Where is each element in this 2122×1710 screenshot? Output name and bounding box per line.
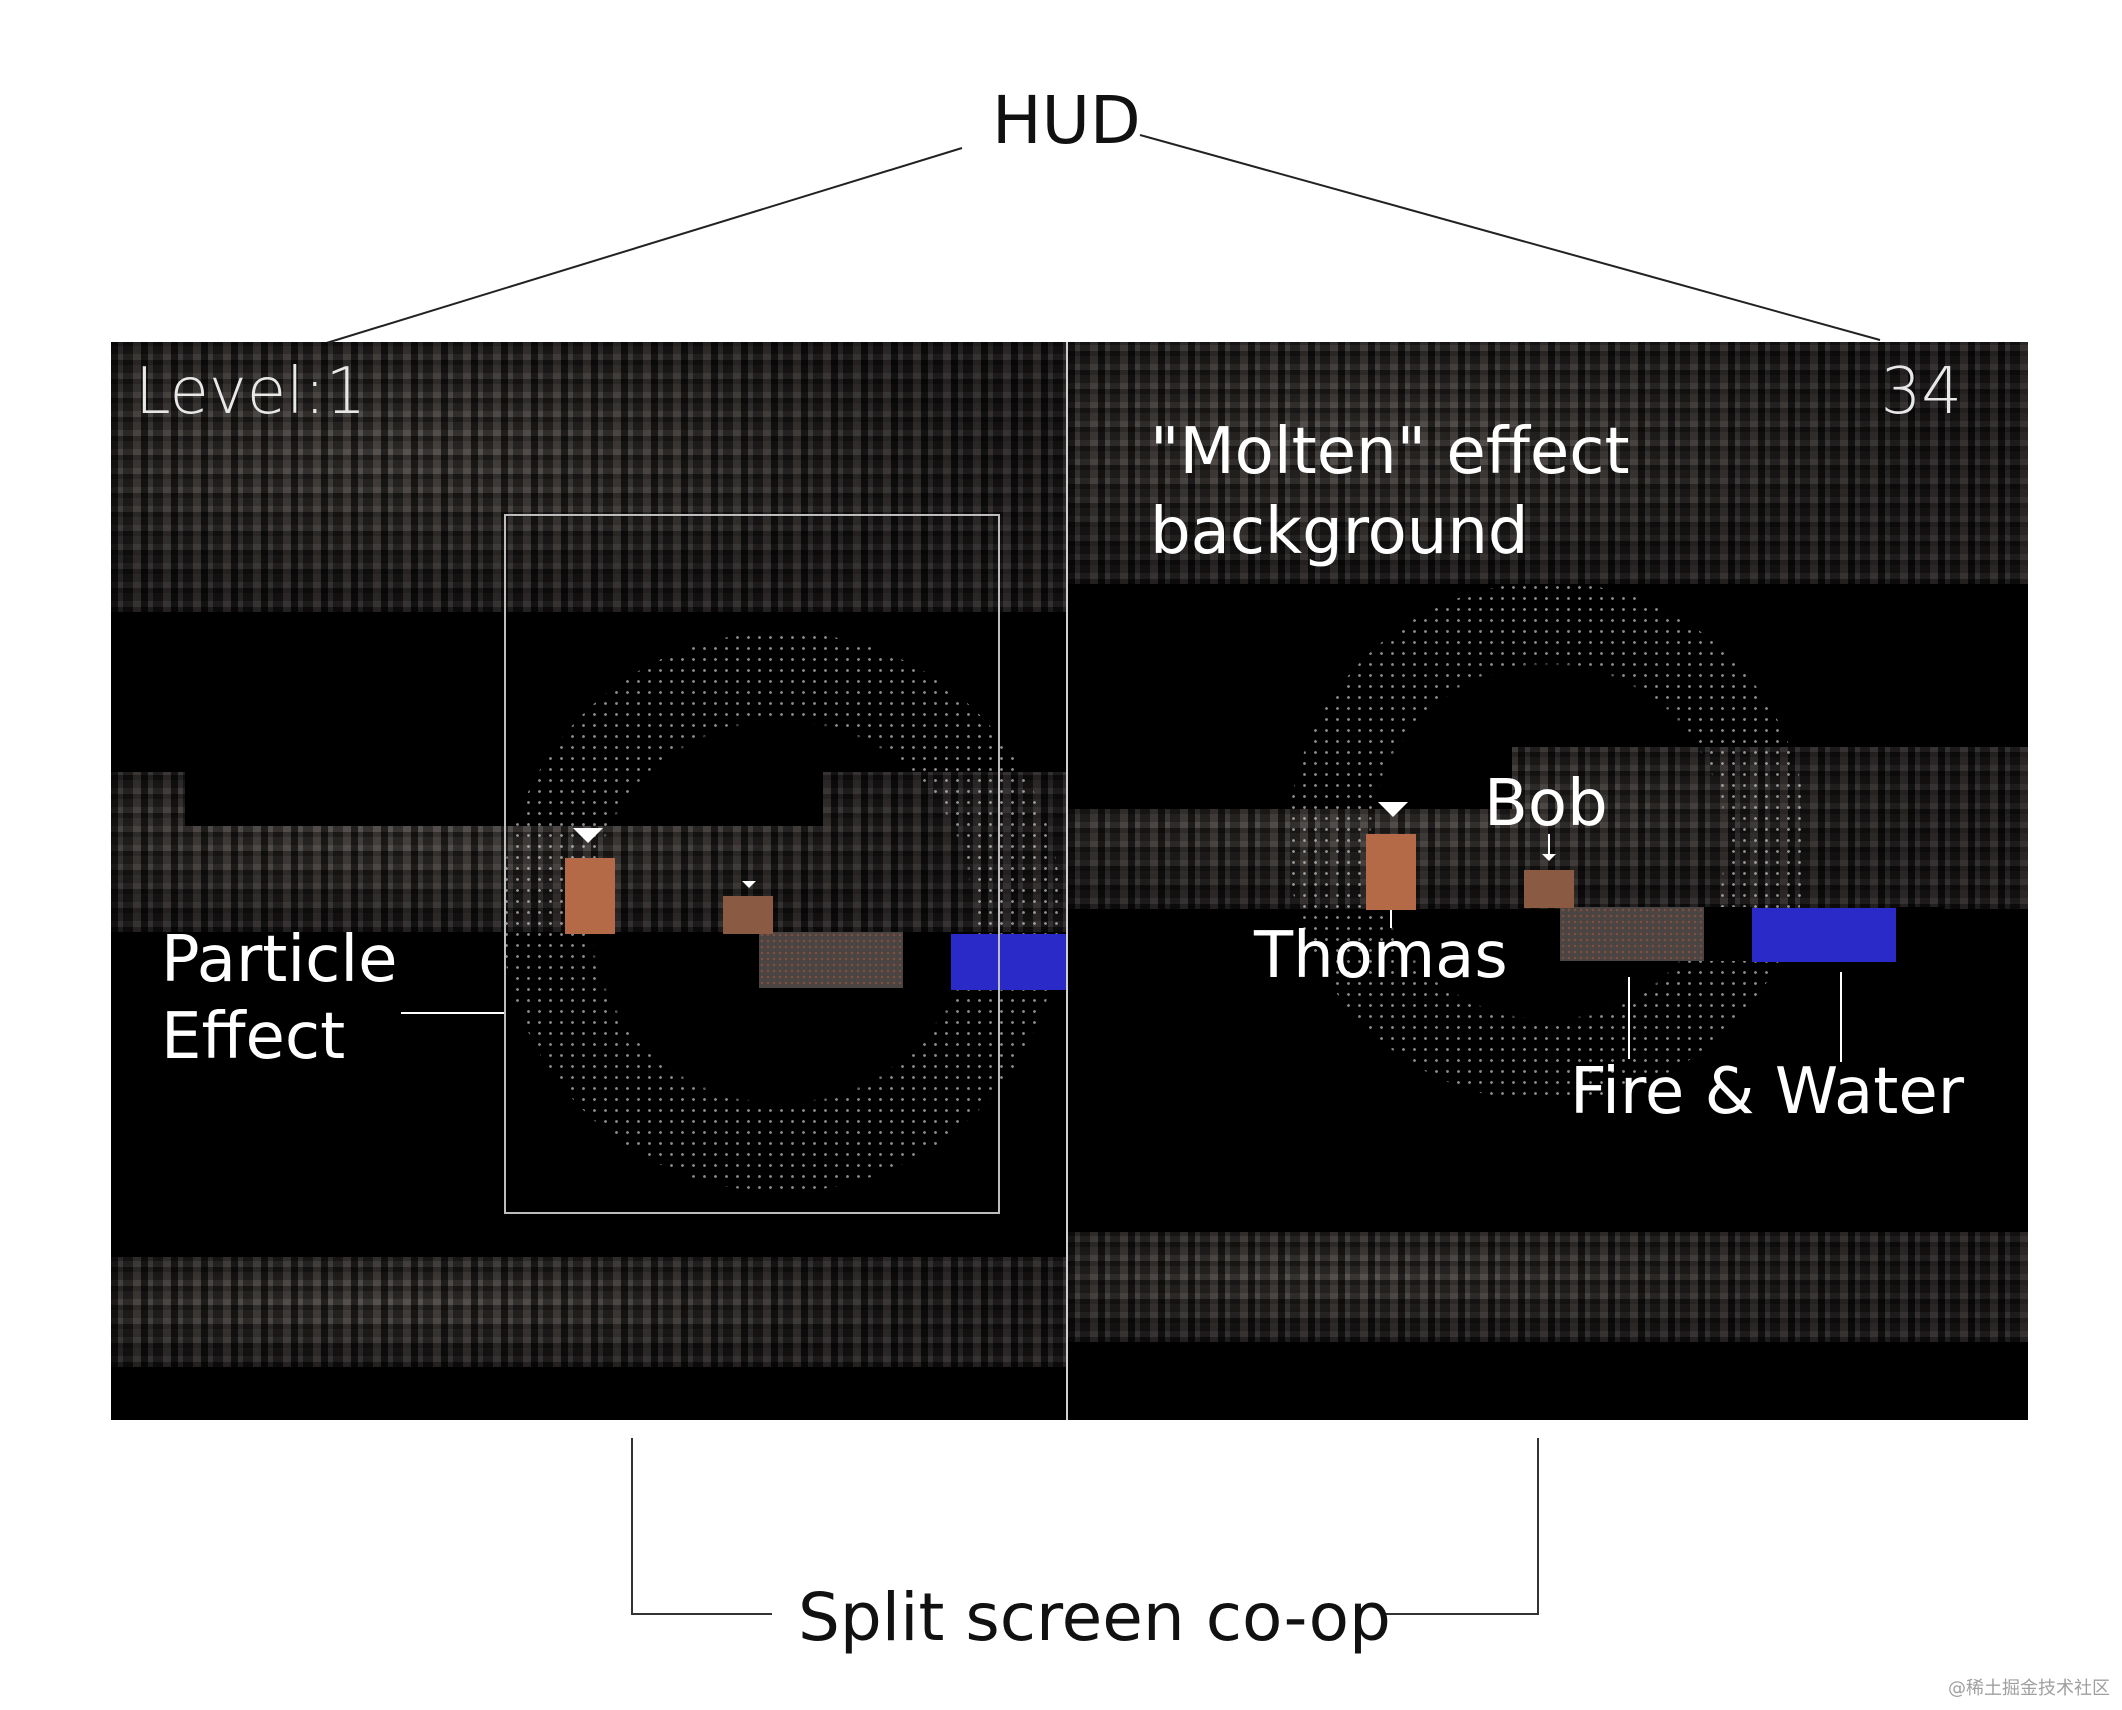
thomas-marker-icon-right [1378, 802, 1408, 817]
bob-character-right [1524, 870, 1574, 908]
molten-effect-label: "Molten" effect background [1150, 412, 1630, 572]
split-screen-bracket-right [1386, 1438, 1539, 1615]
gap-block-right [1704, 907, 1752, 961]
hud-pointer-left [319, 147, 963, 346]
split-screen-bracket-left [631, 1438, 772, 1615]
split-screen-annotation: Split screen co-op [798, 1579, 1391, 1656]
bob-pointer [1548, 834, 1550, 858]
watermark: @稀土掘金技术社区 [1948, 1678, 2110, 1699]
right-player-viewport: 34 "Molten" effect background Bob Thomas… [1068, 342, 2028, 1420]
left-player-viewport: Level:1 Particle Effect [111, 342, 1066, 1420]
fire-block-right [1560, 907, 1704, 961]
water-pointer [1840, 972, 1842, 1062]
thomas-character-right [1366, 834, 1416, 910]
molten-effect-label-line2: background [1150, 495, 1529, 569]
particle-effect-label-line2: Effect [161, 999, 346, 1074]
particle-effect-highlight-box [504, 514, 1000, 1214]
molten-background-top-right [1068, 342, 2028, 584]
hud-annotation: HUD [992, 82, 1141, 159]
molten-background-bottom-right [1068, 1232, 2028, 1342]
fire-pointer [1628, 977, 1630, 1059]
fire-water-label: Fire & Water [1570, 1055, 1964, 1129]
thomas-marker-icon [573, 828, 603, 843]
hud-pointer-right [1139, 134, 1881, 341]
hud-level: Level:1 [135, 355, 367, 429]
water-block-right [1752, 908, 1896, 962]
bob-pointer-arrow-icon [1542, 854, 1556, 861]
fire-block [759, 932, 903, 988]
thomas-label: Thomas [1254, 919, 1508, 993]
molten-background-bottom [111, 1257, 1066, 1367]
water-block [951, 934, 1066, 990]
thomas-character [565, 858, 615, 934]
molten-effect-label-line1: "Molten" effect [1150, 415, 1630, 489]
split-divider [1066, 342, 1068, 1420]
bob-marker-icon [742, 881, 756, 888]
particle-effect-label: Particle Effect [161, 922, 397, 1076]
particle-effect-label-line1: Particle [161, 923, 398, 997]
bob-label: Bob [1484, 767, 1608, 841]
particle-effect-pointer [401, 1012, 504, 1014]
bob-character [723, 896, 773, 934]
hud-timer: 34 [1880, 355, 1962, 429]
thomas-pointer [1390, 910, 1392, 928]
molten-background-top [111, 342, 1066, 612]
gap-block-right-2 [1896, 907, 1944, 961]
